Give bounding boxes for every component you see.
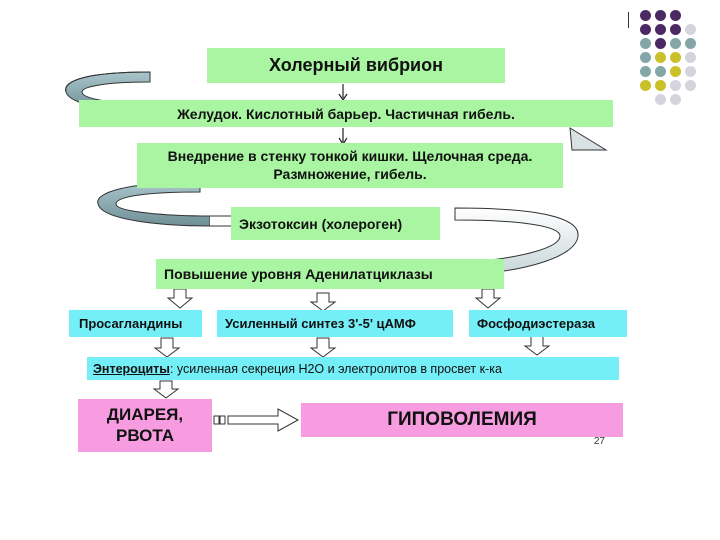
box-enterocytes: Энтероциты: усиленная секреция Н2О и эле…: [87, 357, 619, 380]
block-arrow-to-camp: [309, 292, 337, 312]
box-camp-synthesis: Усиленный синтез 3'-5' цАМФ: [217, 310, 453, 337]
page-number: 27: [593, 436, 605, 447]
box-small-intestine: Внедрение в стенку тонкой кишки. Щелочна…: [137, 143, 563, 188]
box-prostaglandins: Просагландины: [69, 310, 202, 337]
decorative-dot: [655, 38, 666, 49]
block-arrow-to-diarrhea: [152, 380, 180, 399]
box-diarrhea-vomiting-text: ДИАРЕЯ, РВОТА: [106, 405, 184, 445]
decorative-dot: [655, 52, 666, 63]
box-phosphodiesterase-text: Фосфодиэстераза: [477, 316, 595, 331]
box-phosphodiesterase: Фосфодиэстераза: [469, 310, 627, 337]
block-arrow-to-phosphodiesterase: [474, 288, 502, 309]
decorative-dot: [670, 38, 681, 49]
decorative-dot: [640, 38, 651, 49]
divider-line: [628, 12, 629, 28]
decorative-dot: [655, 94, 666, 105]
swirl-arrow-right-1: [569, 127, 608, 151]
box-adenylate-cyclase: Повышение уровня Аденилатциклазы: [156, 259, 504, 289]
decorative-dot: [685, 24, 696, 35]
box-stomach-text: Желудок. Кислотный барьер. Частичная гиб…: [177, 105, 515, 122]
swirl-arrow-left-2: [97, 181, 233, 227]
arrow-diarrhea-to-hypovolemia: [213, 408, 300, 432]
block-arrow-camp-to-enterocytes: [309, 337, 337, 358]
box-small-intestine-text: Внедрение в стенку тонкой кишки. Щелочна…: [167, 148, 533, 182]
box-exotoxin: Экзотоксин (холероген): [231, 207, 440, 240]
box-enterocytes-label: Энтероциты: [93, 361, 170, 376]
decorative-dot: [670, 24, 681, 35]
block-arrow-to-prostaglandins: [166, 288, 194, 309]
box-adenylate-cyclase-text: Повышение уровня Аденилатциклазы: [164, 266, 433, 282]
box-hypovolemia: ГИПОВОЛЕМИЯ: [301, 403, 623, 437]
decorative-dot: [685, 80, 696, 91]
arrow-vibrio-to-stomach: [338, 84, 348, 102]
decorative-dot: [640, 52, 651, 63]
block-arrow-prost-to-enterocytes: [153, 337, 181, 358]
decorative-dot: [655, 80, 666, 91]
decorative-dot: [670, 10, 681, 21]
block-arrow-phos-to-enterocytes: [523, 333, 551, 356]
decorative-dot: [685, 38, 696, 49]
box-diarrhea-vomiting: ДИАРЕЯ, РВОТА: [78, 399, 212, 452]
decorative-dot: [640, 10, 651, 21]
decorative-dot: [670, 80, 681, 91]
box-prostaglandins-text: Просагландины: [79, 316, 183, 331]
box-hypovolemia-text: ГИПОВОЛЕМИЯ: [387, 409, 537, 430]
decorative-dot: [670, 94, 681, 105]
decorative-dot: [640, 24, 651, 35]
decorative-dot: [640, 80, 651, 91]
decorative-dot: [670, 52, 681, 63]
decorative-dot: [655, 24, 666, 35]
decorative-dot: [655, 10, 666, 21]
decorative-dot: [685, 66, 696, 77]
decorative-dot: [685, 52, 696, 63]
arrow-stomach-to-intestine: [338, 128, 348, 146]
decorative-dot: [670, 66, 681, 77]
box-stomach: Желудок. Кислотный барьер. Частичная гиб…: [79, 100, 613, 127]
box-cholera-vibrio: Холерный вибрион: [207, 48, 505, 83]
box-cholera-vibrio-text: Холерный вибрион: [268, 55, 443, 75]
decorative-dot: [640, 66, 651, 77]
box-camp-synthesis-text: Усиленный синтез 3'-5' цАМФ: [225, 316, 416, 331]
box-exotoxin-text: Экзотоксин (холероген): [239, 215, 403, 232]
decorative-dot: [655, 66, 666, 77]
box-enterocytes-text: : усиленная секреция Н2О и электролитов …: [169, 361, 502, 376]
